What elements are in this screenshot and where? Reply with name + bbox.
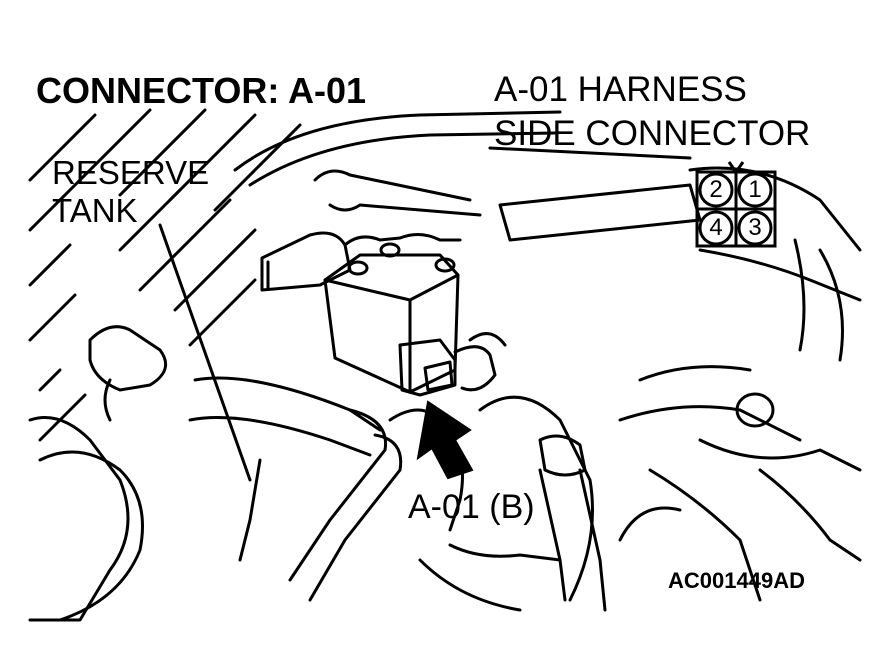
tank-cap bbox=[88, 325, 168, 392]
tank-outline bbox=[28, 416, 130, 622]
bolt bbox=[735, 392, 775, 428]
pin-2: 2 bbox=[709, 176, 723, 203]
tank-hatching bbox=[28, 108, 302, 442]
motor-housing bbox=[260, 231, 352, 292]
page-title: CONNECTOR: A-01 bbox=[36, 70, 367, 111]
connector-arrow bbox=[416, 400, 474, 480]
reserve-tank-leader bbox=[158, 223, 252, 482]
pin-3: 3 bbox=[748, 214, 762, 241]
pin-4: 4 bbox=[709, 214, 723, 241]
lower-hose bbox=[288, 408, 388, 582]
harness-label-line1: A-01 HARNESS bbox=[494, 70, 747, 109]
actuator-block bbox=[323, 253, 460, 394]
fuel-rail bbox=[498, 183, 702, 242]
connector-a01-b bbox=[398, 338, 457, 397]
connector-pin-chart bbox=[695, 161, 777, 248]
reserve-tank-label-line1: RESERVE bbox=[52, 154, 210, 191]
connector-callout-label: A-01 (B) bbox=[408, 488, 535, 526]
reserve-tank-label-line2: TANK bbox=[52, 192, 138, 229]
upper-hose bbox=[233, 110, 562, 172]
figure-id: AC001449AD bbox=[668, 568, 805, 593]
harness-label-line2: SIDE CONNECTOR bbox=[494, 114, 811, 153]
pin-1: 1 bbox=[748, 176, 762, 203]
